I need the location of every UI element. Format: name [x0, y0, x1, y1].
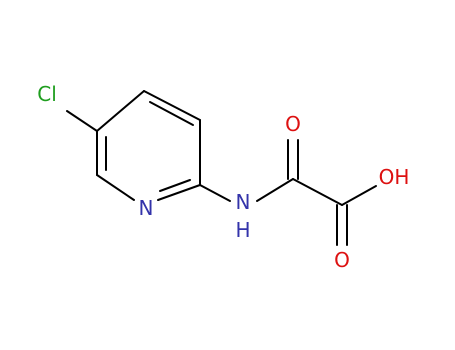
bond-c2-n-amide: [199, 184, 231, 202]
bond-c4-c3: [143, 90, 201, 121]
bond-c5-cl: [66, 110, 98, 132]
bond-n1-c6: [96, 174, 135, 201]
bond-c5-c4: [96, 90, 145, 132]
bond-c-oh: [341, 185, 377, 206]
amide-hydrogen-label: H: [235, 218, 250, 242]
bond-c4-c3-inner: [149, 101, 194, 126]
bond-n-amide-c: [256, 178, 294, 202]
ring-nitrogen-label: N: [139, 196, 154, 220]
hydroxyl-label: OH: [379, 165, 410, 189]
carbonyl-oxygen-label: O: [334, 248, 350, 272]
bond-c-c-acid: [292, 178, 343, 206]
chlorine-label: Cl: [37, 82, 57, 106]
bond-c2-n1-inner: [159, 179, 191, 192]
keto-oxygen-label: O: [285, 112, 301, 136]
amide-nitrogen-label: N: [236, 190, 251, 214]
bond-c2-n1: [157, 184, 201, 201]
